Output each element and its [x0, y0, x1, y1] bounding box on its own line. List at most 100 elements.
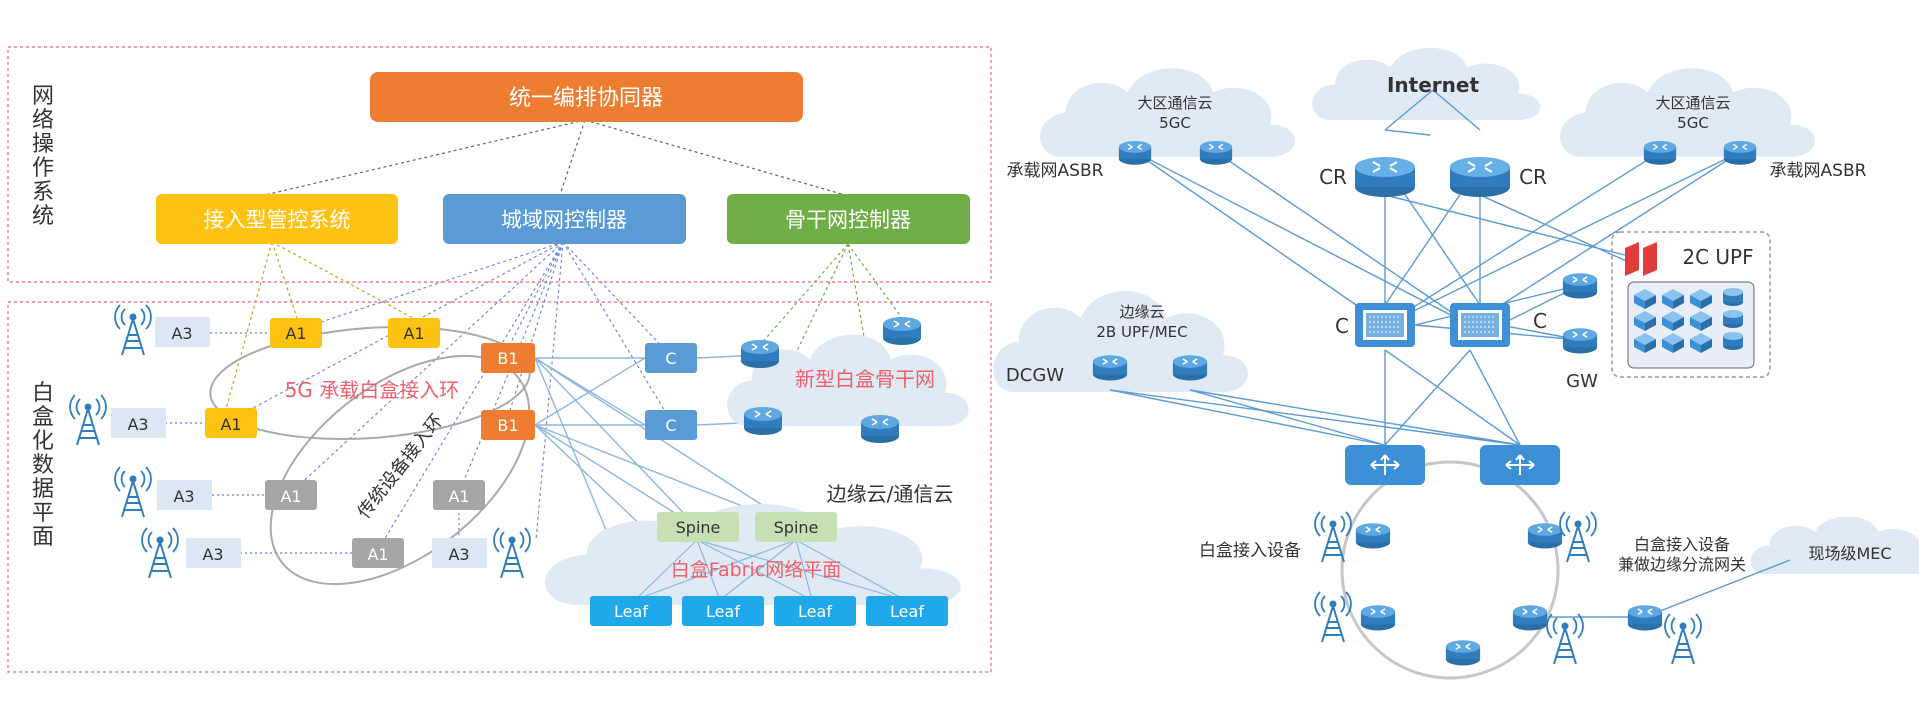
firewall-icon — [1625, 242, 1657, 276]
fabric-links — [634, 539, 906, 601]
os-vertical-label: 网络操作系统 — [32, 84, 54, 229]
router-icon — [860, 414, 900, 444]
node-leaf: Leaf — [682, 596, 764, 626]
node-leaf: Leaf — [866, 596, 948, 626]
region-cloud-sub: 5GC — [1677, 114, 1709, 132]
region-cloud-sub: 5GC — [1159, 114, 1191, 132]
router-icon — [1092, 354, 1128, 382]
vertical-label-char: 统 — [32, 204, 54, 229]
edge-cloud-label: 边缘云 — [1119, 303, 1164, 321]
router-icon — [1527, 522, 1563, 550]
node-a1: A1 — [205, 408, 257, 438]
dataplane-frame — [7, 301, 992, 673]
node-a3: A3 — [432, 538, 487, 568]
vertical-label-char: 平 — [32, 501, 54, 526]
node-leaf: Leaf — [774, 596, 856, 626]
svg-text:A1: A1 — [367, 545, 388, 564]
antenna-icon — [1546, 613, 1584, 665]
core-links — [1109, 89, 1791, 618]
os-frame — [7, 46, 992, 283]
vertical-label-char: 面 — [32, 525, 54, 550]
c-label: C — [1335, 314, 1349, 338]
router-icon — [1445, 639, 1481, 667]
edge-cloud-sub: 2B UPF/MEC — [1096, 323, 1187, 341]
svg-text:统一编排协同器: 统一编排协同器 — [509, 86, 663, 111]
node-leaf: Leaf — [590, 596, 672, 626]
cr-label: CR — [1519, 165, 1547, 189]
svg-text:A1: A1 — [280, 487, 301, 506]
dcgw-label: DCGW — [1006, 365, 1064, 386]
svg-text:城域网控制器: 城域网控制器 — [501, 208, 627, 232]
antenna-icon — [69, 394, 107, 446]
vertical-label-char: 作 — [32, 156, 54, 181]
router-icon — [743, 406, 783, 436]
svg-text:白盒化数据平面: 白盒化数据平面 — [32, 381, 54, 550]
region-cloud-shape — [1040, 68, 1295, 157]
svg-text:C: C — [665, 416, 676, 435]
svg-text:A1: A1 — [220, 415, 241, 434]
antenna-icon — [141, 527, 179, 579]
svg-text:C: C — [665, 349, 676, 368]
core-router-icon — [1449, 156, 1511, 198]
vertical-label-char: 化 — [32, 429, 54, 454]
antenna-icon — [1314, 511, 1352, 563]
asbr-label: 承载网ASBR — [1770, 161, 1867, 181]
edge-cloud-shape — [545, 503, 961, 605]
site-mec-label: 现场级MEC — [1808, 544, 1891, 563]
node-a1: A1 — [352, 538, 404, 568]
node-b1: B1 — [481, 343, 535, 373]
router-icon — [1723, 140, 1757, 166]
node-c: C — [645, 343, 697, 373]
vertical-label-char: 网 — [32, 84, 54, 109]
router-icon — [1627, 604, 1663, 632]
vertical-label-char: 据 — [32, 477, 54, 502]
svg-text:Leaf: Leaf — [798, 602, 832, 621]
node-a1: A1 — [433, 480, 485, 510]
node-spine: Spine — [657, 512, 739, 542]
router-icon — [1562, 272, 1598, 300]
router-icon — [1118, 140, 1152, 166]
dp-vertical-label: 白盒化数据平面 — [32, 381, 54, 550]
region-cloud-label: 大区通信云 — [1137, 94, 1212, 112]
node-spine: Spine — [755, 512, 837, 542]
svg-text:A1: A1 — [448, 487, 469, 506]
node-a3: A3 — [186, 538, 241, 568]
vertical-label-char: 盒 — [32, 405, 54, 430]
svg-text:A1: A1 — [403, 324, 424, 343]
svg-text:接入型管控系统: 接入型管控系统 — [204, 208, 351, 232]
access-mgmt-box: 接入型管控系统 — [156, 194, 398, 244]
svg-text:Leaf: Leaf — [706, 602, 740, 621]
router-icon — [1562, 327, 1598, 355]
upf-2c-label: 2C UPF — [1682, 245, 1753, 269]
svg-text:骨干网控制器: 骨干网控制器 — [785, 208, 911, 232]
svg-text:A1: A1 — [285, 324, 306, 343]
router-icon — [882, 316, 922, 346]
router-icon — [1512, 604, 1548, 632]
chassis-icon — [1354, 302, 1416, 348]
svg-text:B1: B1 — [497, 416, 518, 435]
antenna-icon — [1559, 511, 1597, 563]
metro-ctrl-links — [239, 241, 673, 551]
access-ring — [1340, 460, 1560, 680]
svg-text:A3: A3 — [171, 324, 192, 343]
switch-icon — [1344, 444, 1426, 486]
node-c: C — [645, 410, 697, 440]
router-icon — [1360, 604, 1396, 632]
svg-text:A3: A3 — [448, 545, 469, 564]
svg-text:Spine: Spine — [676, 518, 721, 537]
right-panel: 2C UPF — [993, 47, 1919, 680]
node-a3: A3 — [157, 480, 212, 510]
router-icon — [1172, 354, 1208, 382]
left-panel: 网络操作系统 白盒化数据平面 — [7, 46, 992, 673]
node-b1: B1 — [481, 410, 535, 440]
a3-links — [165, 332, 460, 554]
asbr-label: 承载网ASBR — [1007, 161, 1104, 181]
region-cloud-label: 大区通信云 — [1655, 94, 1730, 112]
svg-text:Leaf: Leaf — [614, 602, 648, 621]
svg-text:A3: A3 — [173, 487, 194, 506]
node-a1: A1 — [388, 318, 440, 348]
internet-label: Internet — [1387, 73, 1479, 97]
wb-access-gw-label: 白盒接入设备 — [1634, 535, 1730, 554]
router-icon — [740, 339, 780, 369]
